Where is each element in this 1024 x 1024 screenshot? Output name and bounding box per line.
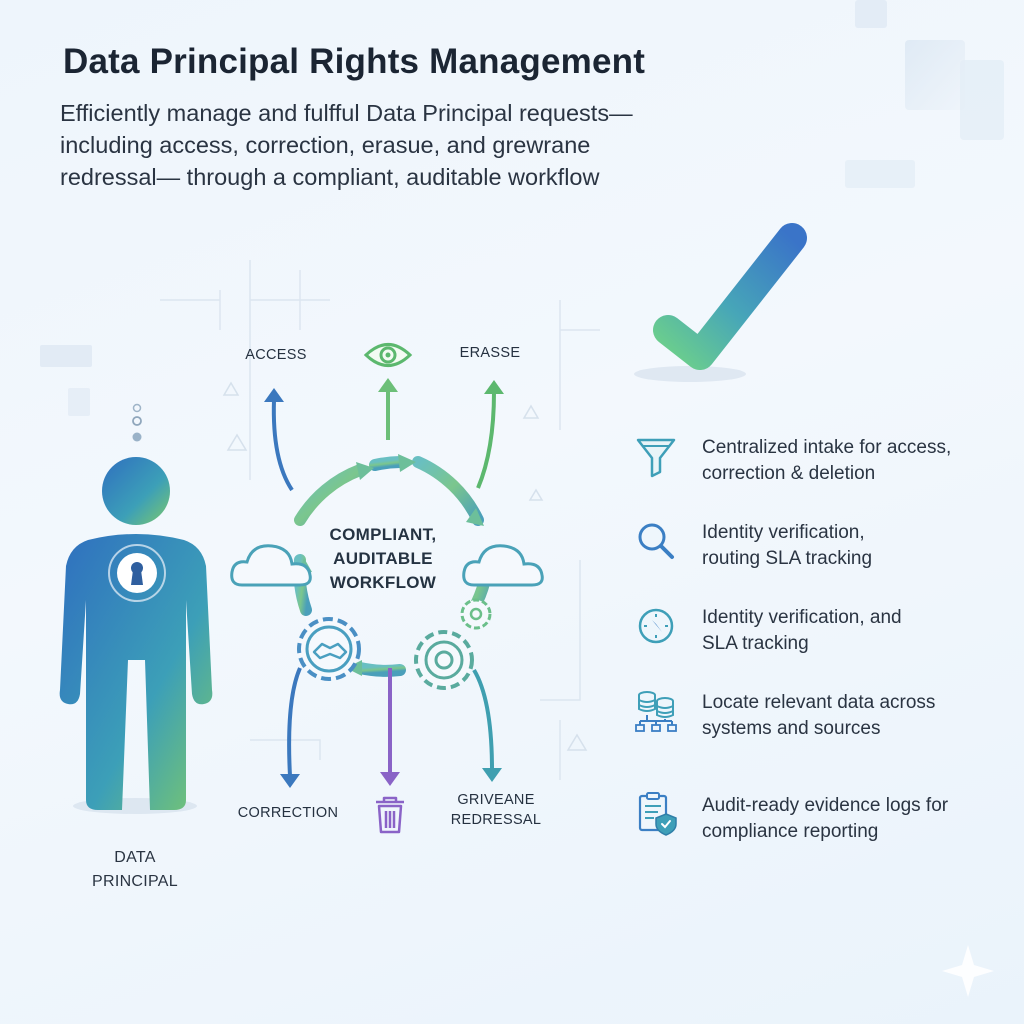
grievance-arrow (472, 668, 502, 782)
principal-label-line: PRINCIPAL (92, 873, 178, 890)
feature-line: Centralized intake for access, (702, 437, 952, 458)
feature-text: Identity verification, and SLA tracking (702, 605, 1002, 657)
feature-text: Locate relevant data across systems and … (702, 690, 1002, 742)
page-subtitle: Efficiently manage and fulfful Data Prin… (60, 97, 700, 193)
page-title: Data Principal Rights Management (63, 42, 646, 81)
feature-line: Audit-ready evidence logs for (702, 795, 949, 816)
workflow-center-label: COMPLIANT, AUDITABLE WORKFLOW (308, 523, 458, 595)
center-label-line: AUDITABLE (333, 549, 433, 568)
feature-line: correction & deletion (702, 463, 876, 484)
feature-line: compliance reporting (702, 821, 879, 842)
eye-icon (363, 343, 413, 367)
subtitle-line: including access, correction, erasue, an… (60, 132, 591, 158)
compass-icon (638, 608, 674, 644)
grievance-label-line: GRIVEANE (457, 792, 535, 808)
funnel-icon (636, 438, 676, 478)
feature-text: Centralized intake for access, correctio… (702, 435, 1002, 487)
trash-icon (376, 796, 404, 834)
delete-arrow (380, 668, 400, 786)
view-arrow (378, 378, 398, 440)
feature-line: Identity verification, (702, 522, 865, 543)
feature-line: Locate relevant data across (702, 692, 936, 713)
feature-line: Identity verification, and (702, 607, 902, 628)
feature-item-audit-logs: Audit-ready evidence logs for compliance… (632, 788, 1012, 848)
access-label: ACCESS (245, 347, 307, 363)
feature-text: Identity verification, routing SLA track… (702, 520, 1002, 572)
cloud-icon-left (230, 544, 312, 587)
cloud-icon-right (462, 544, 544, 587)
checkmark-icon (634, 223, 807, 382)
subtitle-line: Efficiently manage and fulfful Data Prin… (60, 100, 633, 126)
database-icon (635, 691, 677, 732)
erase-arrow (476, 380, 504, 489)
subtitle-line: redressal— through a compliant, auditabl… (60, 164, 600, 190)
principal-label-line: DATA (114, 849, 156, 866)
feature-line: routing SLA tracking (702, 548, 873, 569)
magnifier-icon (638, 523, 674, 559)
erase-label: ERASSE (459, 345, 521, 361)
handshake-gear-icon (297, 617, 361, 681)
grievance-label-line: REDRESSAL (450, 812, 542, 828)
feature-text: Audit-ready evidence logs for compliance… (702, 793, 1002, 845)
correction-label: CORRECTION (237, 805, 339, 821)
feature-line: SLA tracking (702, 633, 809, 654)
feature-item-sla: Identity verification, and SLA tracking (632, 600, 1012, 660)
correction-arrow (280, 667, 302, 788)
access-arrow (264, 388, 294, 492)
gear-icon-small (460, 598, 492, 630)
grievance-label: GRIVEANE REDRESSAL (440, 790, 552, 830)
feature-item-intake: Centralized intake for access, correctio… (632, 430, 1012, 490)
feature-item-data-discovery: Locate relevant data across systems and … (632, 685, 1012, 745)
feature-item-verification: Identity verification, routing SLA track… (632, 515, 1012, 575)
center-label-line: COMPLIANT, (329, 525, 437, 544)
feature-line: systems and sources (702, 718, 881, 739)
data-principal-figure (59, 403, 213, 814)
data-principal-label: DATA PRINCIPAL (70, 846, 200, 894)
gear-icon-large (414, 630, 474, 690)
clipboard-shield-icon (638, 792, 677, 836)
center-label-line: WORKFLOW (329, 573, 437, 592)
